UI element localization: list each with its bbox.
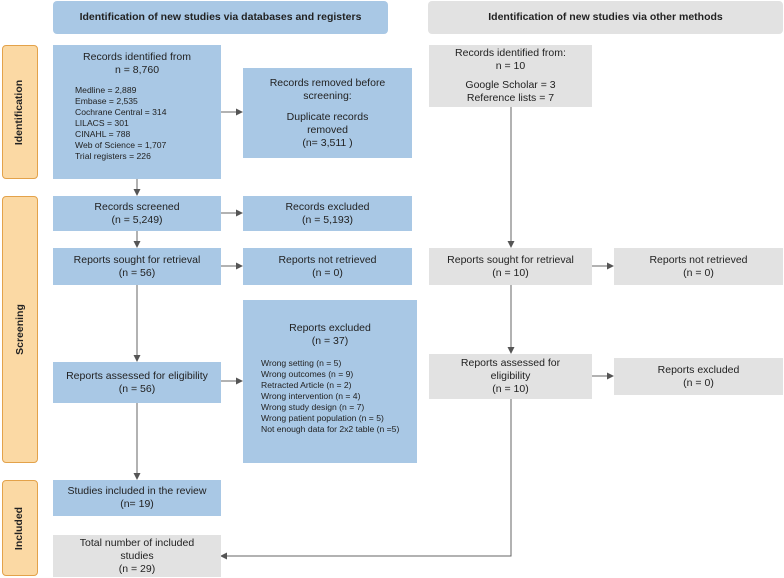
other-reports-assessed-box: Reports assessed for eligibility (n = 10… xyxy=(429,354,592,399)
exclusion-reason: Wrong intervention (n = 4) xyxy=(261,391,361,401)
source-item: CINAHL = 788 xyxy=(75,129,131,139)
other-reports-excluded-box: Reports excluded (n = 0) xyxy=(614,358,783,395)
reports-sought-box: Reports sought for retrieval (n = 56) xyxy=(53,248,221,285)
header-databases: Identification of new studies via databa… xyxy=(53,1,388,34)
other-reports-not-retrieved-box: Reports not retrieved (n = 0) xyxy=(614,248,783,285)
records-removed-box: Records removed before screening: Duplic… xyxy=(243,68,412,158)
source-item: Embase = 2,535 xyxy=(75,96,138,106)
exclusion-reasons: Wrong setting (n = 5) Wrong outcomes (n … xyxy=(247,358,413,435)
phase-included: Included xyxy=(2,480,38,576)
exclusion-reason: Wrong patient population (n = 5) xyxy=(261,413,384,423)
reports-excluded-box: Reports excluded (n = 37) Wrong setting … xyxy=(243,300,417,463)
studies-included-box: Studies included in the review (n= 19) xyxy=(53,480,221,516)
reports-not-retrieved-box: Reports not retrieved (n = 0) xyxy=(243,248,412,285)
records-identified-box: Records identified from n = 8,760 Medlin… xyxy=(53,45,221,179)
phase-identification: Identification xyxy=(2,45,38,179)
source-item: LILACS = 301 xyxy=(75,118,129,128)
arrow-other-to-total-included xyxy=(220,399,512,560)
source-item: Trial registers = 226 xyxy=(75,151,151,161)
exclusion-reason: Wrong setting (n = 5) xyxy=(261,358,342,368)
reports-assessed-box: Reports assessed for eligibility (n = 56… xyxy=(53,362,221,403)
header-other-methods: Identification of new studies via other … xyxy=(428,1,783,34)
source-list: Medline = 2,889 Embase = 2,535 Cochrane … xyxy=(57,85,217,162)
other-reports-sought-box: Reports sought for retrieval (n = 10) xyxy=(429,248,592,285)
source-item: Cochrane Central = 314 xyxy=(75,107,167,117)
records-excluded-box: Records excluded (n = 5,193) xyxy=(243,196,412,231)
records-identified-total: n = 8,760 xyxy=(114,64,160,76)
records-identified-title: Records identified from xyxy=(83,51,191,63)
other-records-identified-box: Records identified from: n = 10 Google S… xyxy=(429,45,592,107)
source-item: Medline = 2,889 xyxy=(75,85,137,95)
total-included-box: Total number of included studies (n = 29… xyxy=(53,535,221,577)
phase-screening: Screening xyxy=(2,196,38,463)
exclusion-reason: Not enough data for 2x2 table (n =5) xyxy=(261,424,400,434)
source-item: Web of Science = 1,707 xyxy=(75,140,167,150)
records-screened-box: Records screened (n = 5,249) xyxy=(53,196,221,231)
exclusion-reason: Wrong study design (n = 7) xyxy=(261,402,365,412)
exclusion-reason: Wrong outcomes (n = 9) xyxy=(261,369,354,379)
exclusion-reason: Retracted Article (n = 2) xyxy=(261,380,352,390)
